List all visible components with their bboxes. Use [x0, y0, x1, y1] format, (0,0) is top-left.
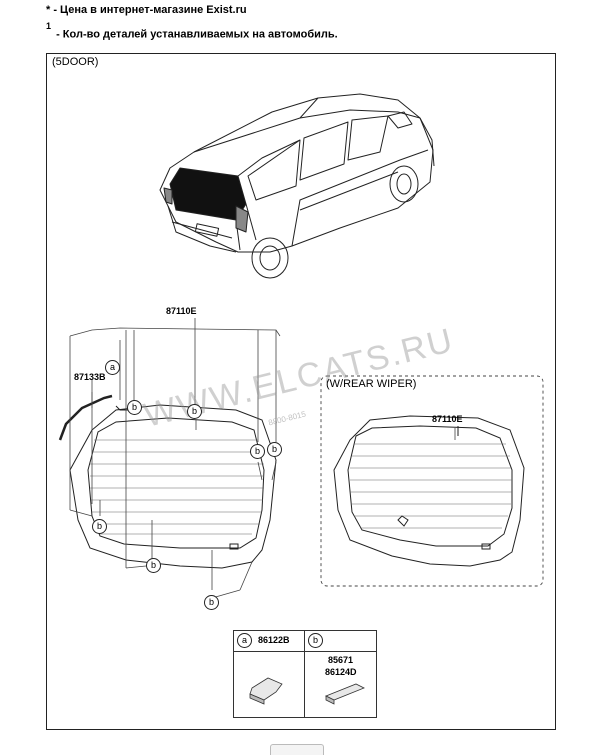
callout-b-badge: b: [187, 404, 202, 419]
legend-header-line: [234, 651, 376, 652]
clip-b-shape: [325, 683, 365, 705]
quantity-note: 1 - Кол-во деталей устанавливаемых на ав…: [46, 21, 338, 41]
car-illustration: [159, 93, 435, 279]
callout-b-badge: b: [127, 400, 142, 415]
legend-divider: [304, 631, 305, 717]
part-number-fastener-b1[interactable]: 85671: [328, 655, 354, 665]
part-number-molding[interactable]: 87133B: [74, 372, 106, 382]
quantity-note-mark: 1: [46, 21, 52, 31]
part-number-fastener-a[interactable]: 86122B: [258, 635, 290, 645]
rear-glass-wiper: [333, 415, 525, 567]
callout-b-badge: b: [250, 444, 265, 459]
part-number-glass-main[interactable]: 87110E: [166, 306, 197, 316]
price-note: * - Цена в интернет-магазине Exist.ru: [46, 4, 247, 16]
clip-a-shape: [249, 677, 283, 705]
fastener-legend: a 86122B b 85671 86124D: [233, 630, 377, 718]
part-number-fastener-b2[interactable]: 86124D: [325, 667, 357, 677]
rear-wiper-label: (W/REAR WIPER): [326, 378, 417, 390]
legend-b-badge: b: [308, 633, 323, 648]
callout-b-badge: b: [204, 595, 219, 610]
molding-strip: [58, 394, 113, 441]
quantity-note-text: - Кол-во деталей устанавливаемых на авто…: [53, 28, 338, 41]
callout-b-badge: b: [92, 519, 107, 534]
part-number-glass-wiper[interactable]: 87110E: [432, 414, 463, 424]
legend-a-badge: a: [237, 633, 252, 648]
callout-b-badge: b: [146, 558, 161, 573]
leader-lines: [69, 318, 281, 599]
rear-wiper-variant-box: [320, 375, 544, 587]
callout-a-badge: a: [105, 360, 120, 375]
callout-b-badge: b: [267, 442, 282, 457]
variant-label: (5DOOR): [52, 56, 99, 68]
diagram-frame: [46, 53, 556, 730]
